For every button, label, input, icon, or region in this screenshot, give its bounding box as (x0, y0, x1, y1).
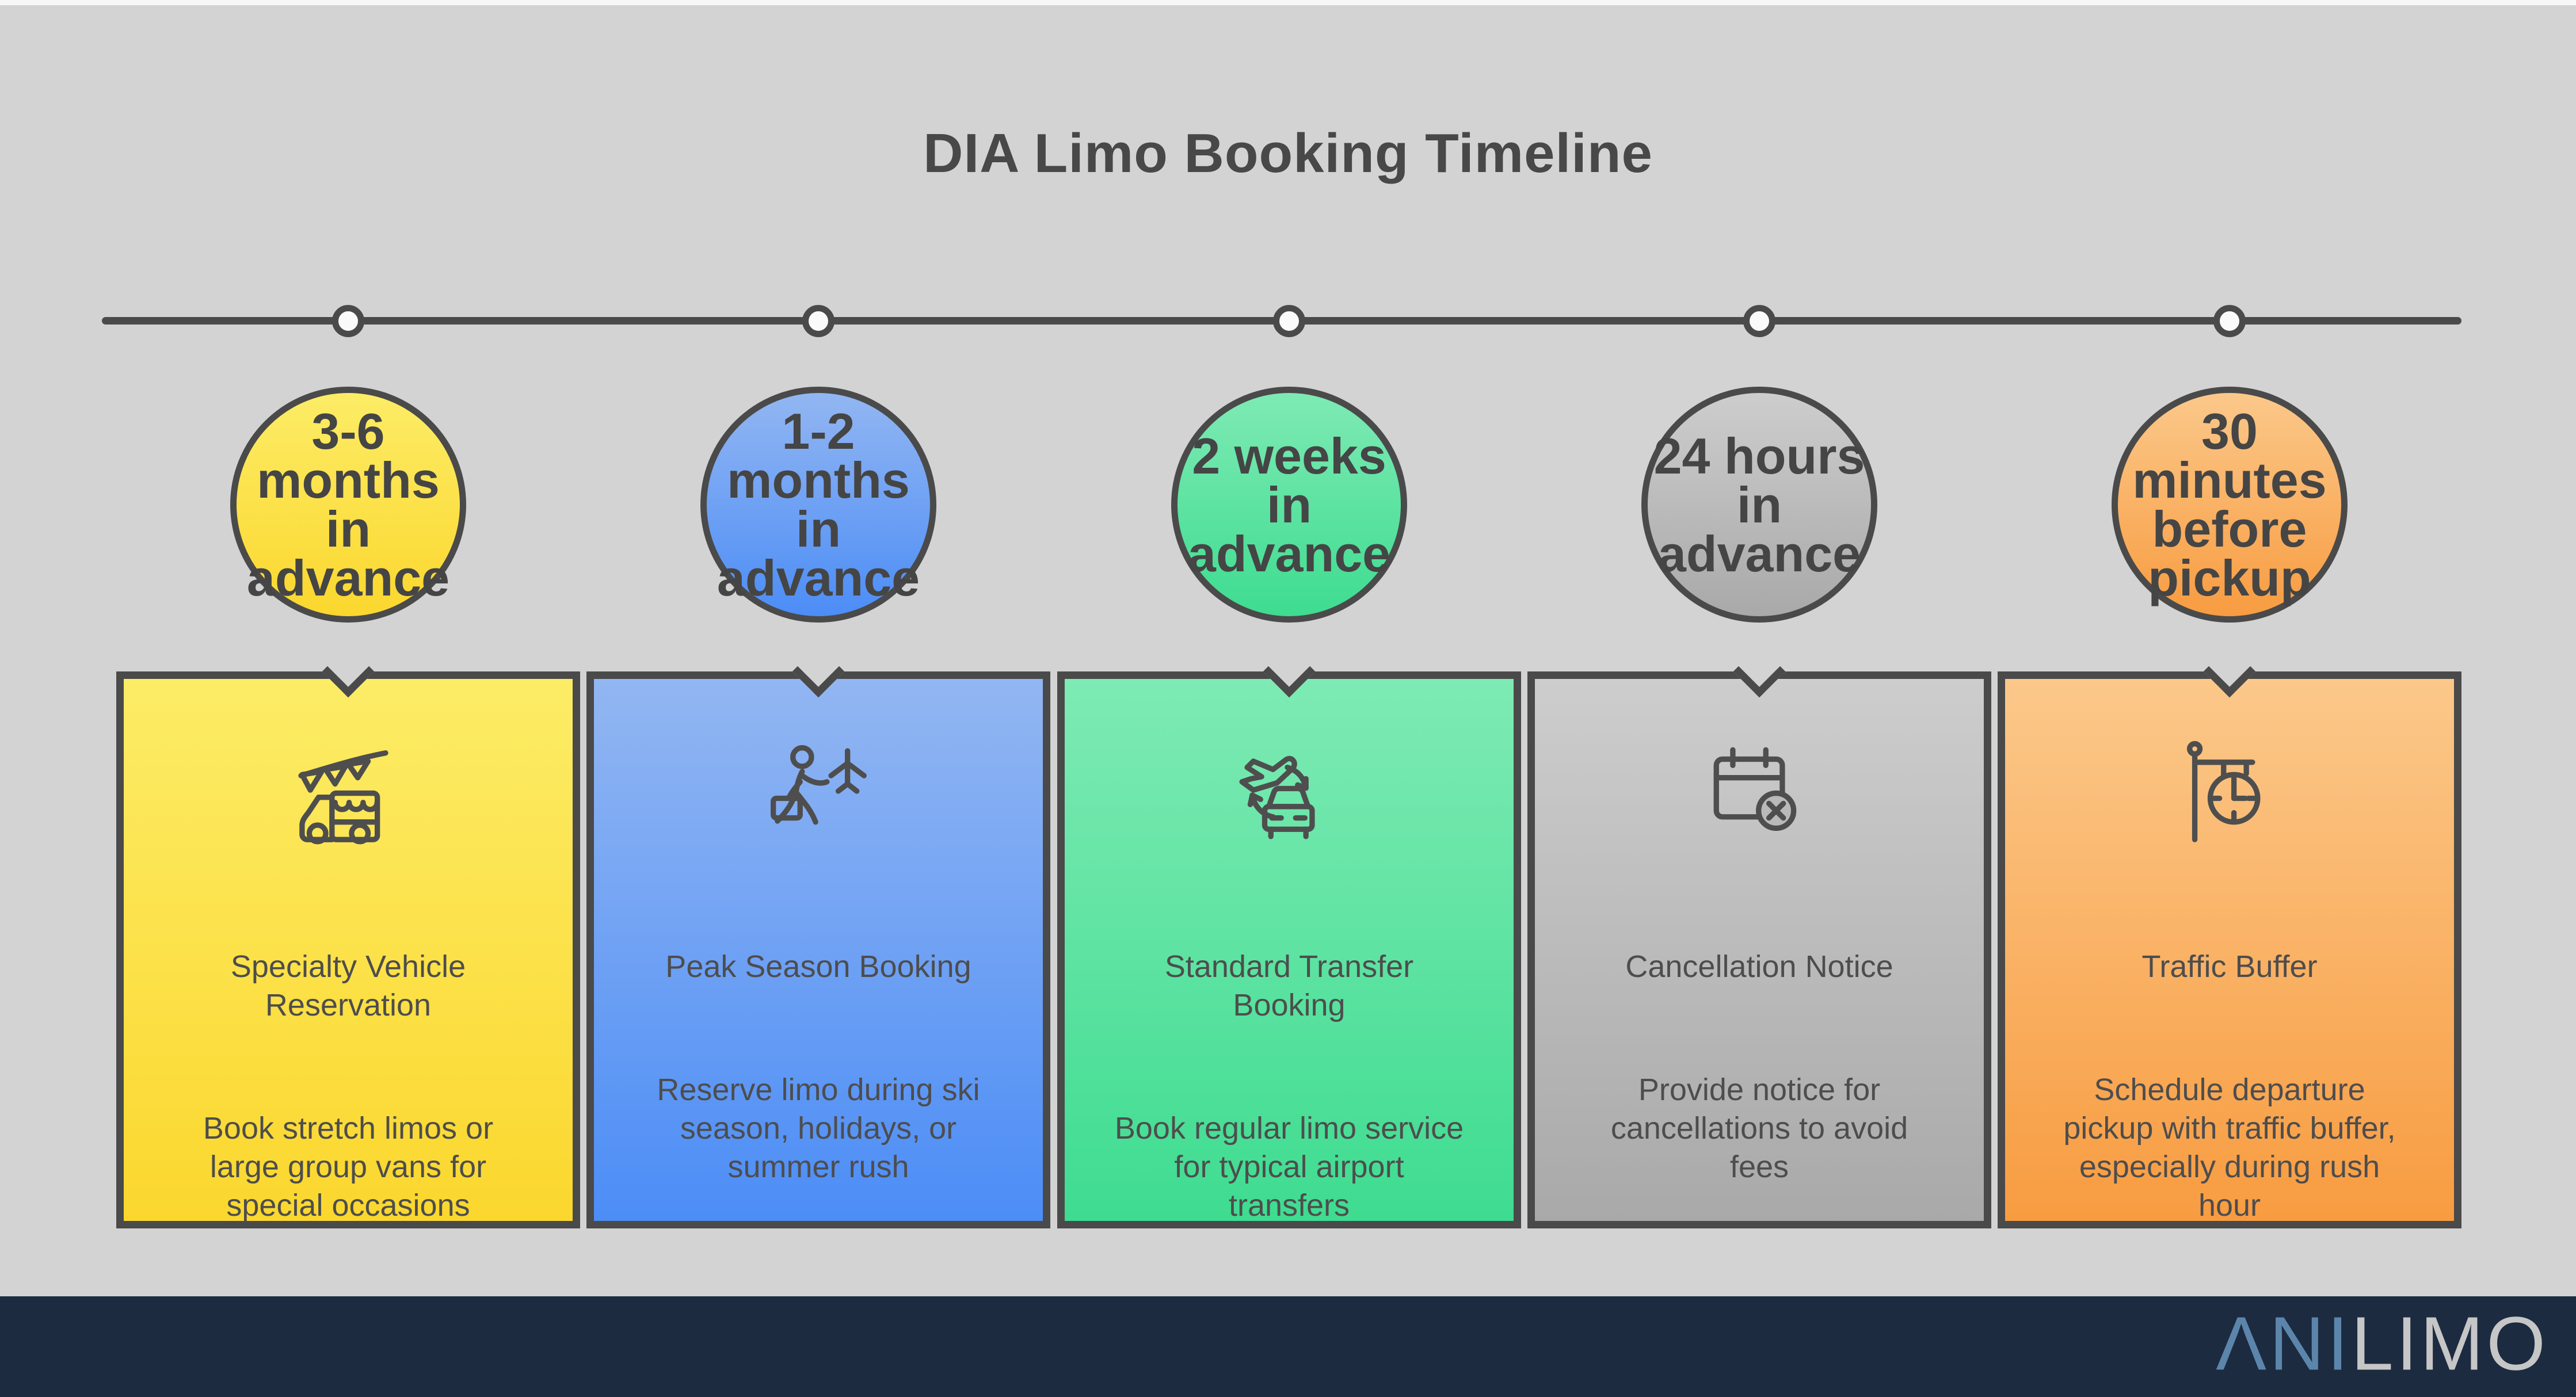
stage-time-badge: 2 weeks in advance (1171, 387, 1407, 623)
timeline-node-dot (1743, 305, 1775, 337)
stage-card: Standard Transfer Booking Book regular l… (1057, 645, 1521, 1228)
brand-logo: ΛNILIMO (2216, 1300, 2548, 1387)
stage-time-badge: 3-6 months in advance (230, 387, 466, 623)
stage-column: 30 minutes before pickup (1998, 0, 2461, 1397)
stage-column: 24 hours in advance Cancellation Notice … (1527, 0, 1991, 1397)
timeline-node-dot (2213, 305, 2246, 337)
card-text-block: Specialty Vehicle Reservation Book stret… (140, 909, 557, 1264)
card-notch (2203, 645, 2256, 698)
stage-card: Traffic Buffer Schedule departure pickup… (1998, 645, 2461, 1228)
stage-column: 3-6 months in advance Specialty (116, 0, 580, 1397)
card-text-block: Standard Transfer Booking Book regular l… (1081, 909, 1497, 1264)
card-notch (1263, 645, 1316, 698)
card-description: Book regular limo service for typical ai… (1114, 1111, 1464, 1223)
card-heading: Traffic Buffer (2141, 949, 2318, 984)
card-description: Reserve limo during ski season, holidays… (657, 1072, 980, 1184)
card-heading: Cancellation Notice (1625, 949, 1893, 984)
card-text-block: Peak Season Booking Reserve limo during … (610, 909, 1027, 1225)
stage-time-badge: 24 hours in advance (1641, 387, 1877, 623)
calendar-cancel-icon (1535, 736, 1984, 860)
business-traveler-plane-icon (594, 736, 1043, 860)
plane-car-transfer-icon (1065, 736, 1514, 860)
hanging-clock-icon (2005, 736, 2454, 860)
card-description: Schedule departure pickup with traffic b… (2063, 1072, 2396, 1223)
card-text-block: Cancellation Notice Provide notice for c… (1551, 909, 1968, 1225)
stage-time-badge: 30 minutes before pickup (2112, 387, 2348, 623)
page-title: DIA Limo Booking Timeline (923, 123, 1653, 184)
card-description: Book stretch limos or large group vans f… (203, 1111, 494, 1223)
stage-column: 1-2 months in advance (586, 0, 1050, 1397)
timeline-node-dot (802, 305, 834, 337)
top-edge-strip (0, 0, 2576, 5)
card-notch (322, 645, 375, 698)
stage-column: 2 weeks in advance (1057, 0, 1521, 1397)
card-heading: Specialty Vehicle Reservation (230, 949, 466, 1022)
card-notch (1733, 645, 1786, 698)
logo-primary-text: ΛNI (2216, 1300, 2352, 1385)
timeline-node-dot (1273, 305, 1305, 337)
footer-bar: ΛNILIMO (0, 1296, 2576, 1397)
stage-time-badge: 1-2 months in advance (700, 387, 936, 623)
card-heading: Peak Season Booking (665, 949, 971, 984)
timeline-node-dot (332, 305, 364, 337)
stage-card: Cancellation Notice Provide notice for c… (1527, 645, 1991, 1228)
logo-secondary-text: LIMO (2351, 1300, 2548, 1385)
party-van-icon (124, 736, 573, 860)
stage-card: Peak Season Booking Reserve limo during … (586, 645, 1050, 1228)
card-description: Provide notice for cancellations to avoi… (1610, 1072, 1908, 1184)
stage-card: Specialty Vehicle Reservation Book stret… (116, 645, 580, 1228)
card-text-block: Traffic Buffer Schedule departure pickup… (2021, 909, 2438, 1264)
card-notch (792, 645, 845, 698)
card-heading: Standard Transfer Booking (1164, 949, 1414, 1022)
